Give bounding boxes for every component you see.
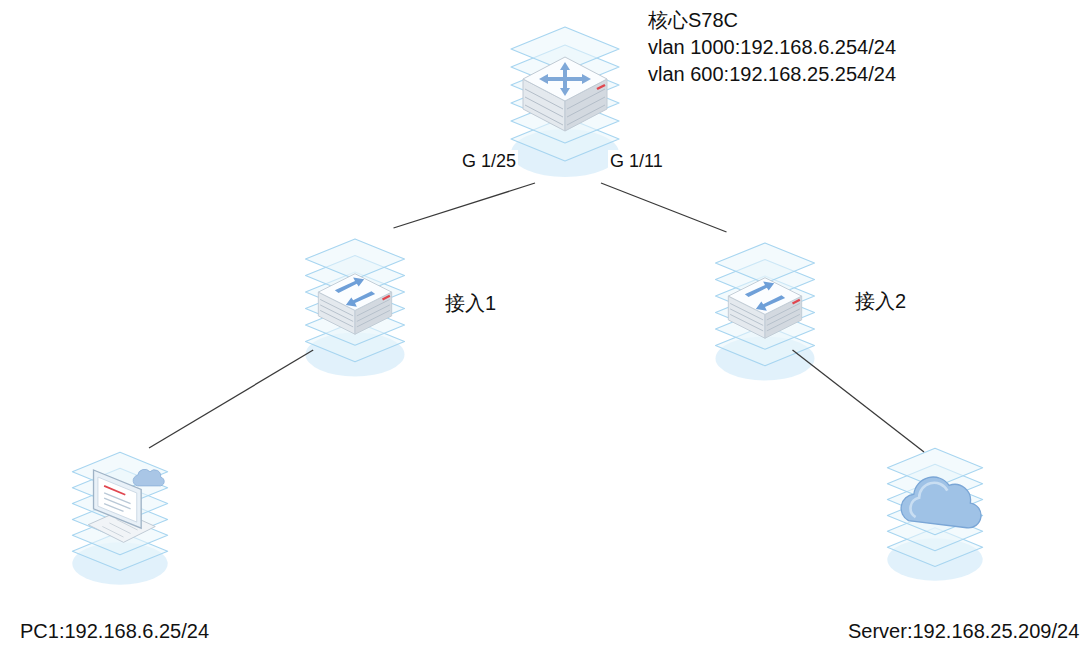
node-text: 核心S78C — [648, 7, 896, 34]
core-switch: 核心S78Cvlan 1000:192.168.6.254/24vlan 600… — [505, 15, 625, 183]
node-text: 接入2 — [855, 288, 906, 314]
pc-icon — [72, 452, 167, 584]
port-label: G 1/11 — [608, 150, 665, 172]
node-text: PC1:192.168.6.25/24 — [20, 618, 209, 644]
node-text: vlan 600:192.168.25.254/24 — [648, 61, 896, 88]
node-label: 接入1 — [445, 290, 496, 316]
node-text: vlan 1000:192.168.6.254/24 — [648, 34, 896, 61]
port-label: G 1/25 — [460, 150, 518, 172]
node-label: PC1:192.168.6.25/24 — [20, 618, 209, 644]
node-label: Server:192.168.25.209/24 — [848, 618, 1079, 644]
node-text: Server:192.168.25.209/24 — [848, 618, 1079, 644]
server-cloud-icon — [887, 448, 982, 580]
node-label: 接入2 — [855, 288, 906, 314]
access-switch: 接入1 — [300, 228, 410, 350]
network-link — [601, 183, 727, 232]
node-label: 核心S78Cvlan 1000:192.168.6.254/24vlan 600… — [648, 7, 896, 88]
network-link — [793, 350, 925, 452]
core-switch-icon — [511, 27, 619, 177]
network-link — [394, 183, 536, 228]
node-text: 接入1 — [445, 290, 496, 316]
access-switch-icon — [306, 239, 405, 377]
access-switch: 接入2 — [710, 232, 820, 350]
server-host: Server:192.168.25.209/24 — [880, 452, 990, 564]
access-switch-icon — [716, 243, 815, 381]
pc-host: PC1:192.168.6.25/24 — [62, 448, 178, 576]
network-link — [149, 350, 313, 448]
